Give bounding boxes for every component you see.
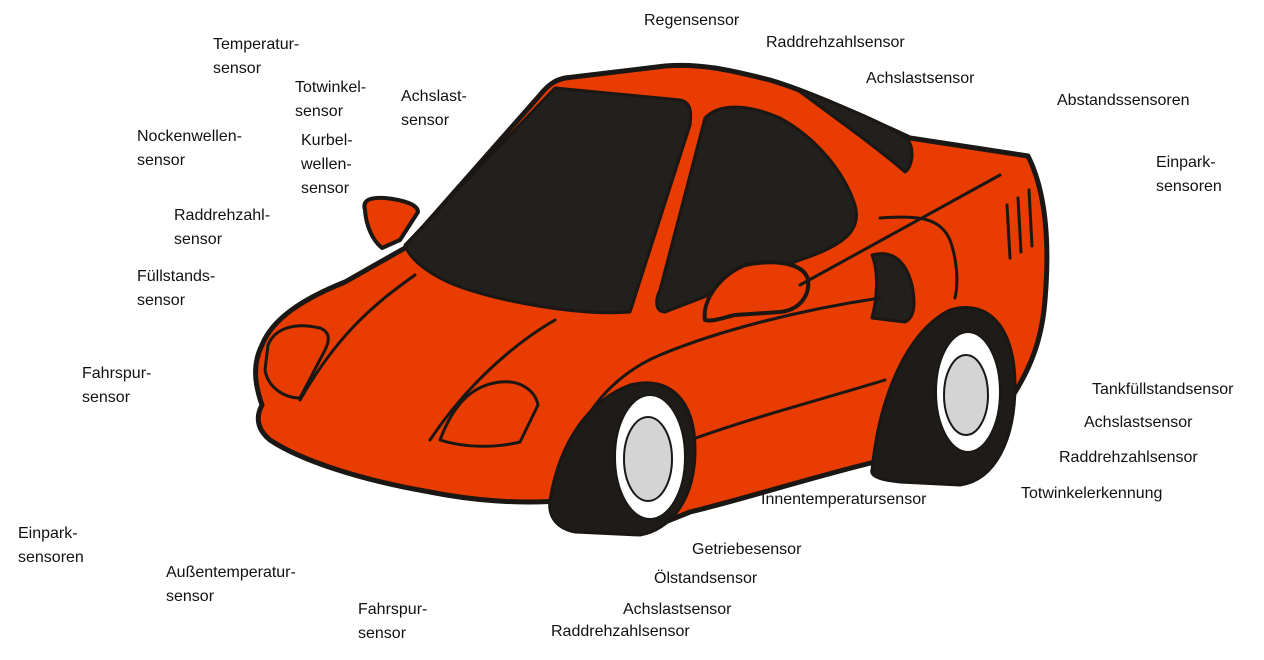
label-getriebesensor: Getriebesensor (692, 541, 802, 558)
label-regensensor: Regensensor (644, 12, 740, 29)
label-achslastsensor-top: Achslastsensor (866, 70, 975, 87)
rear-spoiler (793, 86, 914, 174)
label-fuellstandssensor: Füllstands- sensor (137, 268, 216, 309)
label-achslastsensor-right: Achslastsensor (1084, 414, 1193, 431)
rear-rim-inner (943, 354, 989, 436)
label-tankfuellstandsensor: Tankfüllstandsensor (1092, 381, 1234, 398)
label-raddrehzahlsensor-top: Raddrehzahlsensor (766, 34, 905, 51)
windshield (403, 86, 693, 315)
label-fahrspursensor-left: Fahrspur- sensor (82, 365, 152, 406)
label-achslastsensor-bottom: Achslastsensor (623, 601, 732, 618)
label-oelstandsensor: Ölstandsensor (654, 570, 758, 587)
label-aussentemperatursensor: Außentemperatur- sensor (166, 564, 296, 605)
label-totwinkelsensor: Totwinkel- sensor (295, 79, 367, 120)
left-headlight (263, 324, 330, 400)
rear-quarter-window (870, 252, 916, 324)
label-einparksensoren-left: Einpark- sensoren (18, 525, 84, 566)
label-totwinkelerkennung: Totwinkelerkennung (1021, 485, 1163, 502)
right-headlight (438, 380, 540, 448)
label-raddrehzahlsensor-bottom: Raddrehzahlsensor (551, 623, 690, 640)
label-raddrehzahlsensor-left: Raddrehzahl- sensor (174, 207, 271, 248)
label-achslastsensor-left: Achslast- sensor (401, 88, 467, 129)
front-rim-inner (623, 416, 673, 502)
label-raddrehzahlsensor-right: Raddrehzahlsensor (1059, 449, 1198, 466)
label-abstandssensoren: Abstandssensoren (1057, 92, 1190, 109)
label-nockenwellensensor: Nockenwellen- sensor (137, 128, 242, 169)
label-einparksensoren-right: Einpark- sensoren (1156, 154, 1222, 195)
label-innentemperatursensor: Innentemperatursensor (761, 491, 927, 508)
left-mirror (362, 195, 420, 250)
label-temperatursensor: Temperatur- sensor (213, 36, 300, 77)
label-fahrspursensor-bottom: Fahrspur- sensor (358, 601, 428, 642)
side-window (655, 105, 858, 314)
label-kurbelwellensensor: Kurbel- wellen- sensor (301, 132, 353, 197)
